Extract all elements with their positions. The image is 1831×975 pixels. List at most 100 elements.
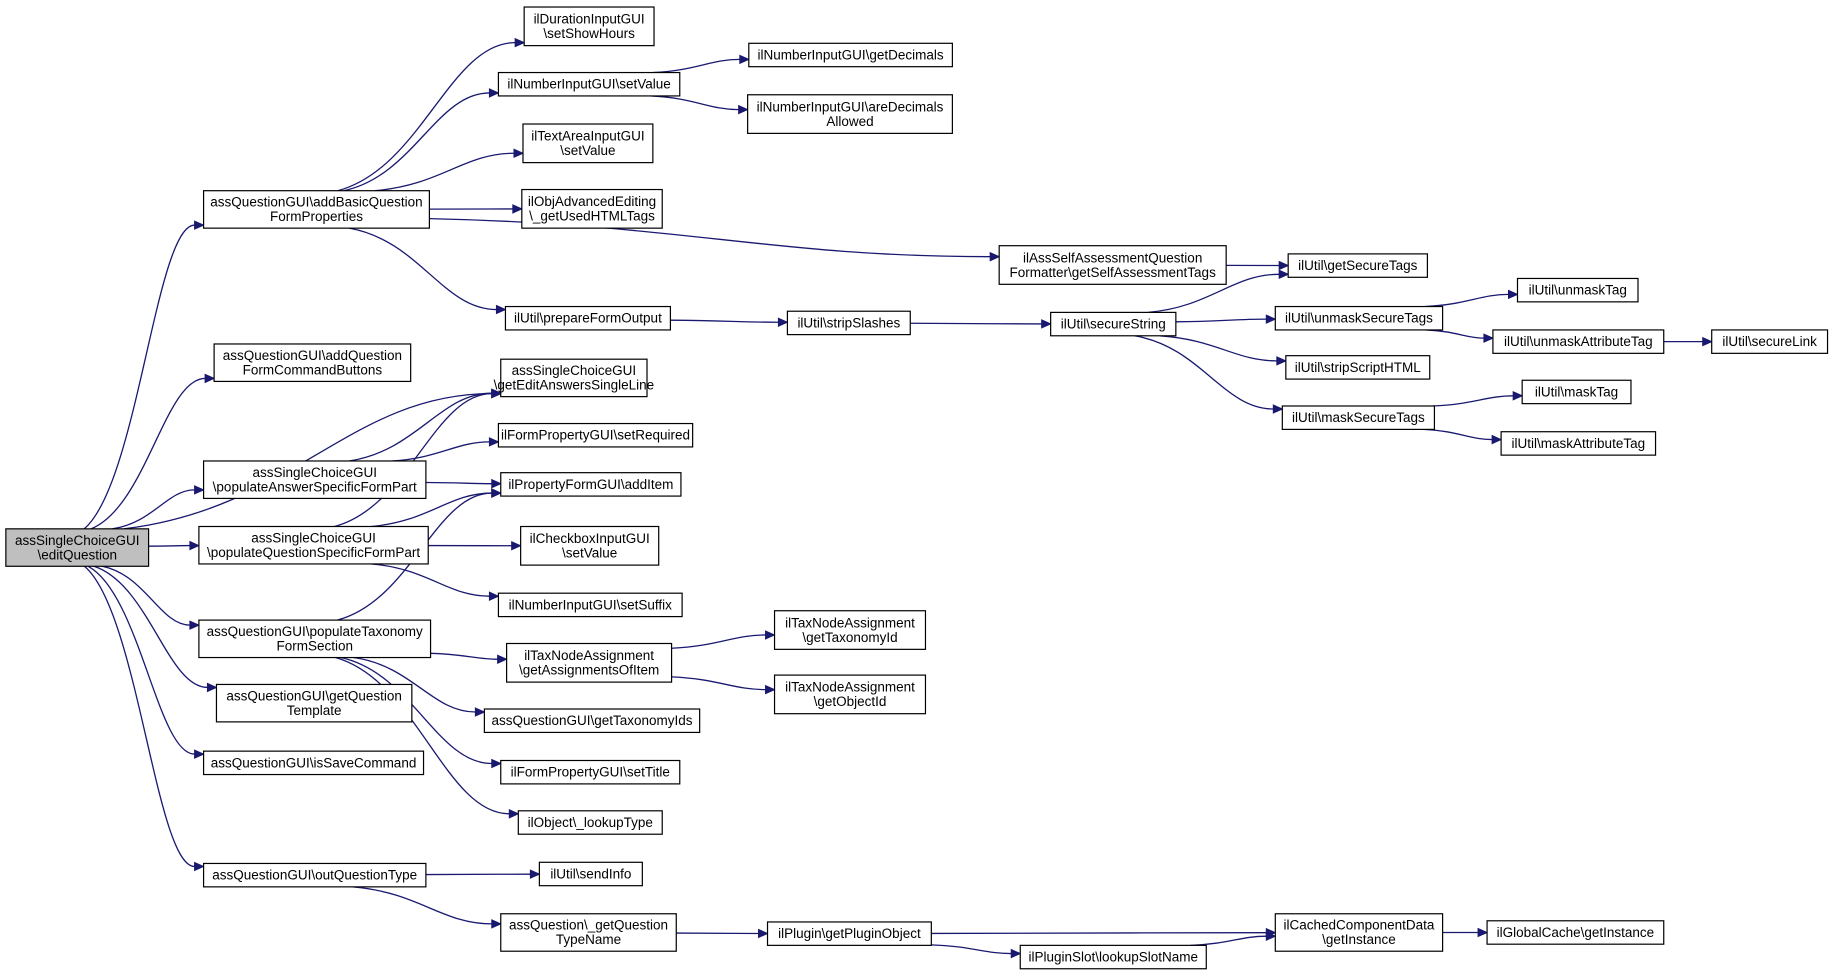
node-box [523, 6, 655, 47]
edge-line [931, 932, 1267, 935]
node-ilutil-unmasksecuretags[interactable]: ilUtil\unmaskSecureTags [1274, 305, 1444, 331]
edge-line [90, 377, 206, 530]
edge-n1-to-n11 [343, 88, 500, 192]
node-label-line: assQuestionGUI\isSaveCommand [211, 755, 417, 770]
edge-arrowhead [1265, 314, 1277, 324]
node-ilutil-securestring[interactable]: ilUtil\secureString [1050, 311, 1177, 337]
edge-arrowhead [512, 204, 524, 214]
node-label-line: ilUtil\unmaskSecureTags [1285, 311, 1433, 326]
node-label-line: assQuestionGUI\getTaxonomyIds [491, 713, 692, 728]
node-label-line: ilCachedComponentData [1284, 918, 1435, 933]
node-asssinglechoicegui-populateanswerspecificformpart[interactable]: assSingleChoiceGUI\populateAnswerSpecifi… [202, 460, 427, 500]
node-label-line: ilTaxNodeAssignment [785, 680, 915, 695]
node-box [483, 708, 701, 734]
node-ilutil-prepareformoutput[interactable]: ilUtil\prepareFormOutput [504, 305, 672, 331]
node-box [202, 460, 427, 500]
node-label-line: ilNumberInputGUI\getDecimals [758, 47, 944, 62]
node-ildurationinputgui-setshowhours[interactable]: ilDurationInputGUI\setShowHours [523, 6, 655, 47]
edge-arrowhead [1278, 269, 1290, 280]
node-ilassselfassessmentquestionformatter-getselfassessmenttags[interactable]: ilAssSelfAssessmentQuestionFormatter\get… [998, 245, 1227, 285]
node-assquestiongui-issavecommand[interactable]: assQuestionGUI\isSaveCommand [202, 750, 425, 776]
node-ilutil-maskattributetag[interactable]: ilUtil\maskAttributeTag [1500, 431, 1657, 456]
node-ilpropertyformgui-additem[interactable]: ilPropertyFormGUI\addItem [500, 472, 682, 497]
edge-n41-to-n42 [931, 927, 1277, 938]
node-iltaxnodeassignment-gettaxonomyid[interactable]: ilTaxNodeAssignment\getTaxonomyId [773, 610, 927, 650]
node-box [504, 305, 672, 331]
node-ilplugin-getpluginobject[interactable]: ilPlugin\getPluginObject [766, 921, 932, 946]
edge-line [1159, 335, 1277, 362]
node-ilformpropertygui-settitle[interactable]: ilFormPropertyGUI\setTitle [500, 759, 681, 785]
node-label-line: ilUtil\stripSlashes [797, 315, 900, 330]
edge-n33-to-n38 [671, 676, 776, 695]
edge-arrowhead [1272, 404, 1284, 414]
node-box [520, 525, 660, 566]
edge-arrowhead [777, 317, 789, 327]
node-assquestiongui-outquestiontype[interactable]: assQuestionGUI\outQuestionType [202, 862, 427, 888]
node-label-line: ilFormPropertyGUI\setTitle [511, 765, 670, 780]
node-iltaxnodeassignment-getobjectid[interactable]: ilTaxNodeAssignment\getObjectId [773, 674, 927, 715]
node-ilutil-sendinfo[interactable]: ilUtil\sendInfo [538, 861, 643, 887]
edge-line [348, 392, 492, 462]
node-assquestiongui-addbasicquestionformproperties[interactable]: assQuestionGUI\addBasicQuestionFormPrope… [202, 190, 430, 229]
node-ilpluginslot-lookupslotname[interactable]: ilPluginSlot\lookupSlotName [1019, 944, 1207, 970]
node-ilobjadvancedediting-getusedhtmltags[interactable]: ilObjAdvancedEditing\_getUsedHTMLTags [521, 188, 663, 229]
node-iltextareainputgui-setvalue[interactable]: ilTextAreaInputGUI\setValue [522, 123, 654, 164]
edge-arrowhead [194, 861, 205, 872]
node-label-line: ilUtil\stripScriptHTML [1295, 360, 1422, 375]
node-asssinglechoicegui-editquestion[interactable]: assSingleChoiceGUI\editQuestion [5, 528, 150, 567]
node-ilnumberinputgui-setvalue[interactable]: ilNumberInputGUI\setValue [497, 71, 681, 97]
node-ilutil-stripslashes[interactable]: ilUtil\stripSlashes [786, 310, 911, 336]
node-ilcheckboxinputgui-setvalue[interactable]: ilCheckboxInputGUI\setValue [520, 525, 660, 566]
node-label-line: \getInstance [1322, 932, 1396, 947]
node-label-line: ilUtil\maskAttributeTag [1512, 436, 1646, 451]
edge-n0-to-n6 [102, 565, 201, 630]
node-ilnumberinputgui-getdecimals[interactable]: ilNumberInputGUI\getDecimals [748, 42, 953, 68]
edge-arrowhead [488, 437, 500, 447]
node-box [506, 642, 673, 683]
node-label-line: assSingleChoiceGUI [15, 533, 140, 548]
edge-line [353, 656, 476, 713]
node-asssinglechoicegui-populatequestionspecificformpart[interactable]: assSingleChoiceGUI\populateQuestionSpeci… [198, 525, 429, 565]
node-ilutil-unmaskattributetag[interactable]: ilUtil\unmaskAttributeTag [1492, 329, 1665, 354]
node-assquestiongui-addquestionformcommandbuttons[interactable]: assQuestionGUI\addQuestionFormCommandBut… [213, 343, 412, 383]
edge-n23-to-n28 [1423, 428, 1503, 445]
node-ilutil-getsecuretags[interactable]: ilUtil\getSecureTags [1287, 253, 1429, 278]
edge-line [374, 152, 514, 192]
node-ilutil-masksecuretags[interactable]: ilUtil\maskSecureTags [1281, 405, 1436, 430]
node-box [500, 472, 682, 497]
node-box [1019, 944, 1207, 970]
edge-n5-to-n31 [428, 540, 522, 551]
node-box [1486, 920, 1665, 945]
node-label-line: \getObjectId [814, 694, 887, 709]
node-box [1274, 305, 1444, 331]
node-ilformpropertygui-setrequired[interactable]: ilFormPropertyGUI\setRequired [497, 422, 694, 448]
edge-arrowhead [1491, 434, 1503, 445]
node-ilglobalcache-getinstance[interactable]: ilGlobalCache\getInstance [1486, 920, 1665, 945]
node-ilcachedcomponentdata-getinstance[interactable]: ilCachedComponentData\getInstance [1274, 913, 1444, 952]
edge-arrowhead [529, 869, 541, 879]
node-label-line: ilUtil\secureString [1061, 317, 1166, 332]
node-label-line: \getTaxonomyId [802, 630, 897, 645]
node-ilnumberinputgui-setsuffix[interactable]: ilNumberInputGUI\setSuffix [497, 592, 683, 618]
edge-arrowhead [758, 928, 769, 939]
node-ilutil-masktag[interactable]: ilUtil\maskTag [1521, 379, 1632, 405]
edge-n1-to-n12 [374, 148, 525, 192]
edge-n5-to-n32 [371, 563, 500, 601]
node-box [538, 861, 643, 887]
node-asssinglechoicegui-geteditanswerssingleline[interactable]: assSingleChoiceGUI\getEditAnswersSingleL… [494, 358, 655, 398]
node-assquestiongui-gettaxonomyids[interactable]: assQuestionGUI\getTaxonomyIds [483, 708, 701, 734]
node-ilutil-securelink[interactable]: ilUtil\secureLink [1711, 329, 1829, 354]
edge-arrowhead [508, 809, 520, 819]
node-assquestiongui-populatetaxonomyformsection[interactable]: assQuestionGUI\populateTaxonomyFormSecti… [198, 619, 432, 659]
node-ilutil-unmasktag[interactable]: ilUtil\unmaskTag [1516, 277, 1639, 303]
node-iltaxnodeassignment-getassignmentsofitem[interactable]: ilTaxNodeAssignment\getAssignmentsOfItem [506, 642, 673, 683]
edge-arrowhead [1041, 319, 1052, 329]
node-ilutil-stripscripthtml[interactable]: ilUtil\stripScriptHTML [1285, 355, 1431, 380]
node-ilobject-lookuptype[interactable]: ilObject\_lookupType [517, 810, 663, 835]
node-box [773, 674, 927, 715]
edge-line [123, 392, 492, 530]
